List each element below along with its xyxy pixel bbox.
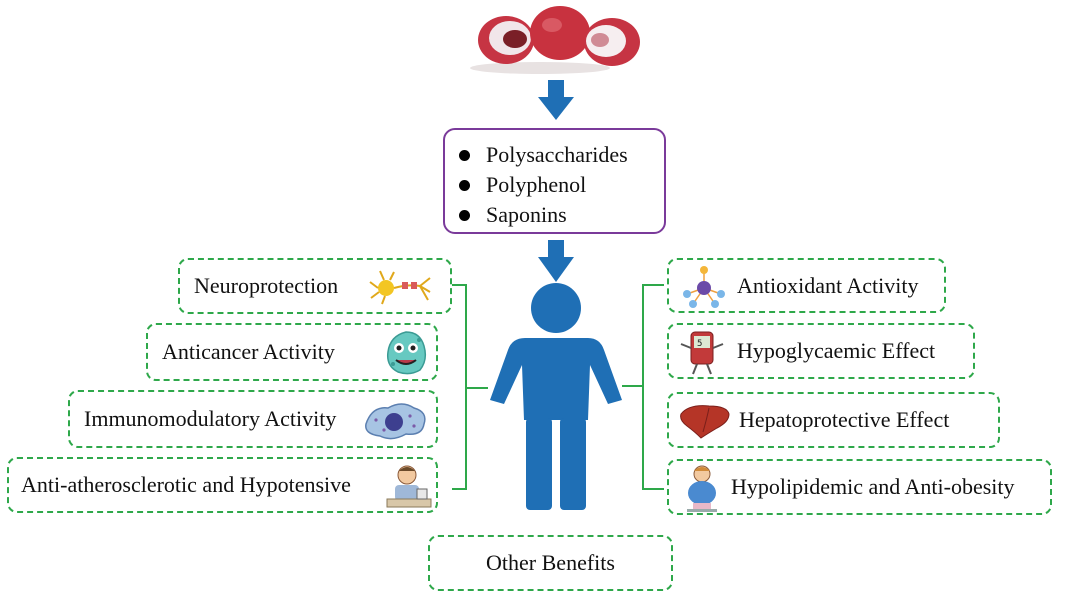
compound-label: Polysaccharides <box>486 142 628 167</box>
compound-item: Saponins <box>459 200 664 230</box>
compound-item: Polysaccharides <box>459 140 664 170</box>
right-bracket <box>622 284 664 490</box>
benefit-label: Hypoglycaemic Effect <box>737 338 936 363</box>
bullet-icon <box>459 149 470 161</box>
down-arrow-1 <box>538 80 574 120</box>
benefit-label: Hepatoprotective Effect <box>739 407 950 432</box>
svg-text:5: 5 <box>697 339 702 349</box>
bullet-icon <box>459 179 470 191</box>
benefit-label: Immunomodulatory Activity <box>84 406 337 431</box>
compound-item: Polyphenol <box>459 170 664 200</box>
neuron-icon <box>369 270 431 305</box>
benefit-hypoglycaemic: 5 Hypoglycaemic Effect <box>667 323 975 379</box>
overweight-child-icon <box>687 465 717 512</box>
benefit-antioxidant: Antioxidant Activity <box>667 258 946 313</box>
lychee-fruit-image <box>470 6 640 74</box>
benefit-label: Anti-atherosclerotic and Hypotensive <box>21 472 351 497</box>
left-bracket <box>452 284 488 490</box>
benefit-label: Neuroprotection <box>194 273 339 298</box>
benefit-label: Anticancer Activity <box>162 339 335 364</box>
immune-cell-icon <box>365 403 426 440</box>
benefit-hepatoprotective: Hepatoprotective Effect <box>667 392 1000 448</box>
benefit-label: Hypolipidemic and Anti-obesity <box>731 474 1015 499</box>
compounds-box: Polysaccharides Polyphenol Saponins <box>443 128 666 234</box>
benefit-immunomodulatory: Immunomodulatory Activity <box>68 390 438 448</box>
cancer-cell-icon <box>386 331 427 375</box>
bullet-icon <box>459 209 470 221</box>
compound-list: Polysaccharides Polyphenol Saponins <box>445 130 664 230</box>
benefit-anti-atherosclerotic: Anti-atherosclerotic and Hypotensive <box>7 457 438 513</box>
glucose-meter-icon: 5 <box>680 331 724 375</box>
benefit-hypolipidemic: Hypolipidemic and Anti-obesity <box>667 459 1052 515</box>
benefit-label: Antioxidant Activity <box>737 272 919 298</box>
benefit-neuroprotection: Neuroprotection <box>178 258 452 314</box>
compound-label: Polyphenol <box>486 172 587 197</box>
compound-label: Saponins <box>486 202 567 227</box>
liver-icon <box>680 405 730 439</box>
human-figure-icon <box>490 283 622 510</box>
molecule-icon <box>683 266 725 308</box>
down-arrow-2 <box>538 240 574 282</box>
blood-pressure-patient-icon <box>386 465 432 508</box>
other-benefits-label: Other Benefits <box>486 550 615 575</box>
other-benefits-box: Other Benefits <box>428 535 673 591</box>
benefit-anticancer: Anticancer Activity <box>146 323 438 381</box>
